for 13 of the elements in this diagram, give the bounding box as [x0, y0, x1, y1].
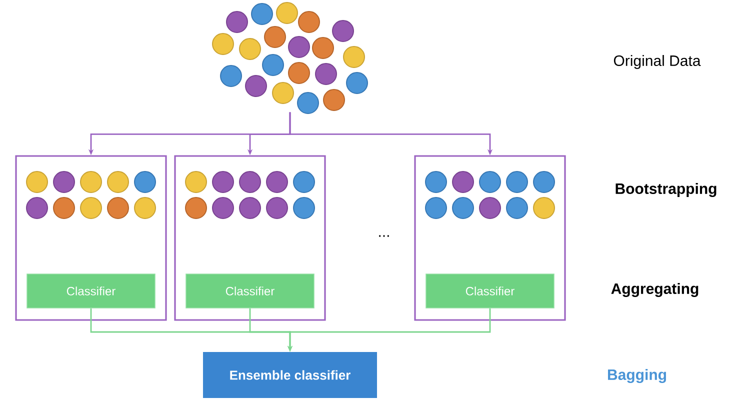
classifier-box: Classifier	[26, 274, 156, 308]
data-points-drawing	[212, 2, 368, 114]
sample-box	[15, 155, 167, 321]
classifier-box: Classifier	[186, 274, 314, 308]
ensemble-box: Ensemble classifier	[203, 352, 377, 398]
sample-box	[414, 155, 566, 321]
row-label: Aggregating	[611, 282, 698, 298]
ellipsis: ...	[379, 235, 389, 237]
classifier-box: Classifier	[426, 274, 554, 308]
row-label: Original Data	[614, 55, 701, 69]
sample-box	[174, 155, 326, 321]
row-label: Bootstrapping	[616, 182, 716, 198]
row-label: Bagging	[608, 368, 666, 384]
